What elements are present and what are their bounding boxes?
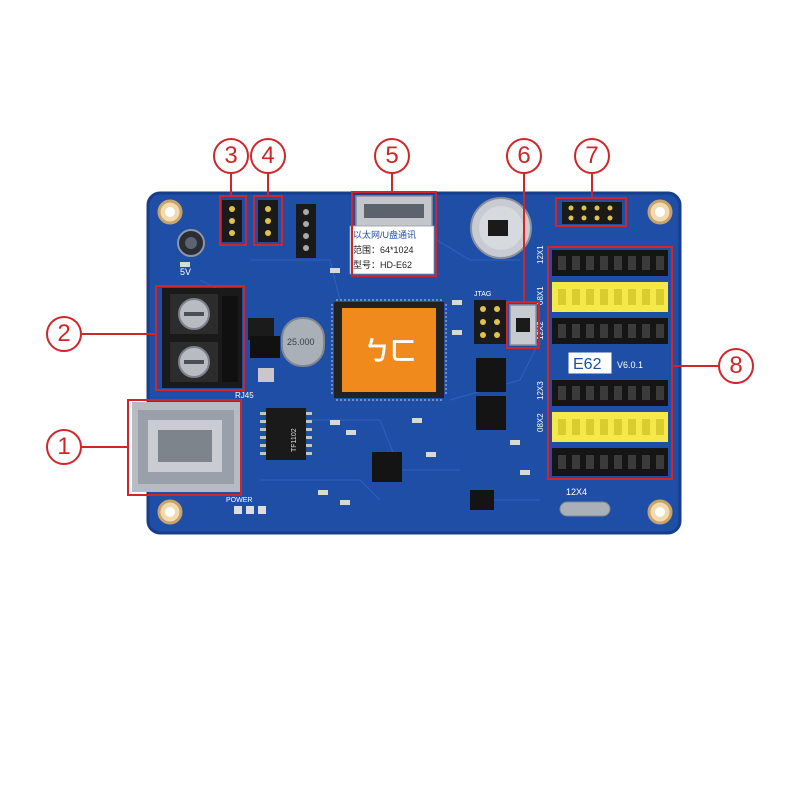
coin-cell-battery (470, 197, 532, 259)
power-terminal-block (162, 288, 242, 388)
power-label: POWER (226, 497, 252, 504)
board-logo: ㄅㄈ (364, 336, 416, 366)
ethernet-transformer (260, 408, 312, 460)
callout-4: 4 (250, 138, 286, 174)
header-p11 (222, 200, 242, 242)
callout-8: 8 (718, 348, 754, 384)
rj45-ethernet-port (132, 402, 240, 492)
model-badge (567, 351, 613, 375)
hub-label-12x1: 12X1 (536, 245, 545, 264)
version-label: V6.0.1 (617, 360, 643, 370)
sticker-line-2: 范围：64*1024 (353, 244, 414, 255)
callout-3: 3 (213, 138, 249, 174)
sticker-line-3: 型号：HD-E62 (353, 260, 412, 270)
jtag-header (474, 300, 506, 344)
rj45-label: RJ45 (235, 391, 254, 400)
bottom-crystal (559, 501, 611, 517)
power-leds (234, 506, 266, 514)
model-label: E62 (573, 356, 602, 373)
crystal-oscillator (281, 317, 325, 367)
hub-header-bank (552, 250, 668, 476)
regulators (248, 318, 280, 382)
callout-2: 2 (46, 316, 82, 352)
dip-header-7 (562, 202, 622, 224)
smd-components (180, 262, 530, 505)
callout-6: 6 (506, 138, 542, 174)
callout-5: 5 (374, 138, 410, 174)
usb-port (355, 195, 433, 231)
test-button (509, 304, 537, 346)
header-y2 (258, 200, 278, 242)
hub-label-12x4: 12X4 (566, 487, 587, 497)
header-p12 (296, 204, 316, 258)
jtag-label: JTAG (474, 291, 491, 298)
callout-1: 1 (46, 429, 82, 465)
callout-7: 7 (574, 138, 610, 174)
main-controller-chip (331, 299, 447, 401)
voltage-label: 5V (180, 267, 191, 277)
hub-label-08x2: 08X2 (536, 413, 545, 432)
sticker-line-1: 以太网/U盘通讯 (353, 229, 416, 240)
electrolytic-capacitor (177, 229, 205, 257)
sdram-chips (372, 358, 506, 510)
mounting-holes (157, 199, 673, 525)
model-sticker (349, 225, 435, 275)
hub-label-12x3: 12X3 (536, 381, 545, 400)
hub-label-08x1: 08X1 (536, 286, 545, 305)
callout-leader-lines (82, 172, 718, 448)
crystal-label: 25.000 (287, 337, 315, 347)
transformer-label: TF1102 (291, 428, 298, 452)
hub-label-12x2: 12X2 (536, 321, 545, 340)
